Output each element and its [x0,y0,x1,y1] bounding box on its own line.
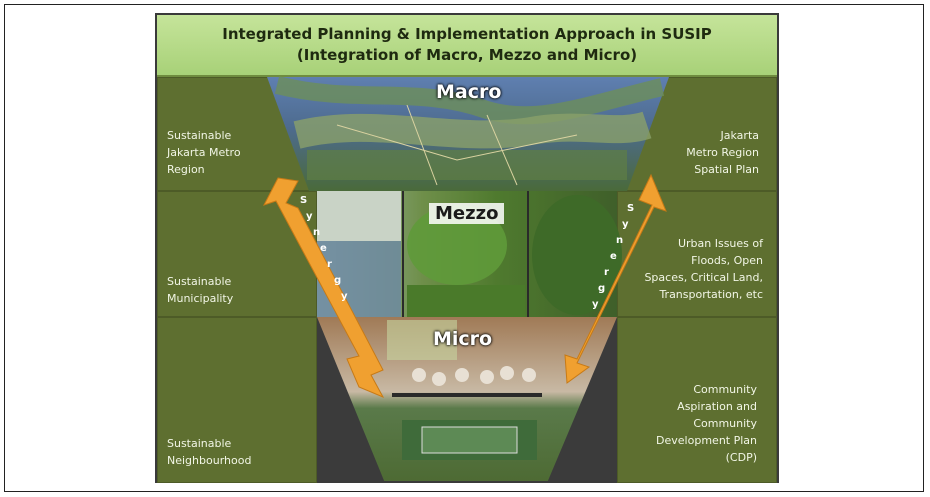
left-label-micro: Sustainable Neighbourhood [167,437,252,467]
right-label-micro: Community Aspiration and Community Devel… [656,383,757,464]
synergy-arrow-left [262,177,385,399]
left-panel-micro [157,317,317,483]
title-line-2: (Integration of Macro, Mezzo and Micro) [296,46,638,64]
micro-title: Micro [433,328,493,350]
left-label-mezzo: Sustainable Municipality [167,275,234,305]
macro-title: Macro [436,81,502,103]
synergy-arrow-right [564,173,667,384]
title-line-1: Integrated Planning & Implementation App… [222,25,712,43]
right-panel-micro [617,317,777,483]
figure-frame [4,4,924,492]
mezzo-title: Mezzo [429,203,505,224]
funnel-graphic [262,76,669,481]
right-label-mezzo: Urban Issues of Floods, Open Spaces, Cri… [644,237,763,301]
right-panel-mezzo [617,191,777,317]
diagram-slide: Integrated Planning & Implementation App… [155,13,779,483]
diagram-title: Integrated Planning & Implementation App… [157,15,777,77]
right-label-macro: Jakarta Metro Region Spatial Plan [686,129,759,176]
left-label-macro: Sustainable Jakarta Metro Region [167,129,241,176]
